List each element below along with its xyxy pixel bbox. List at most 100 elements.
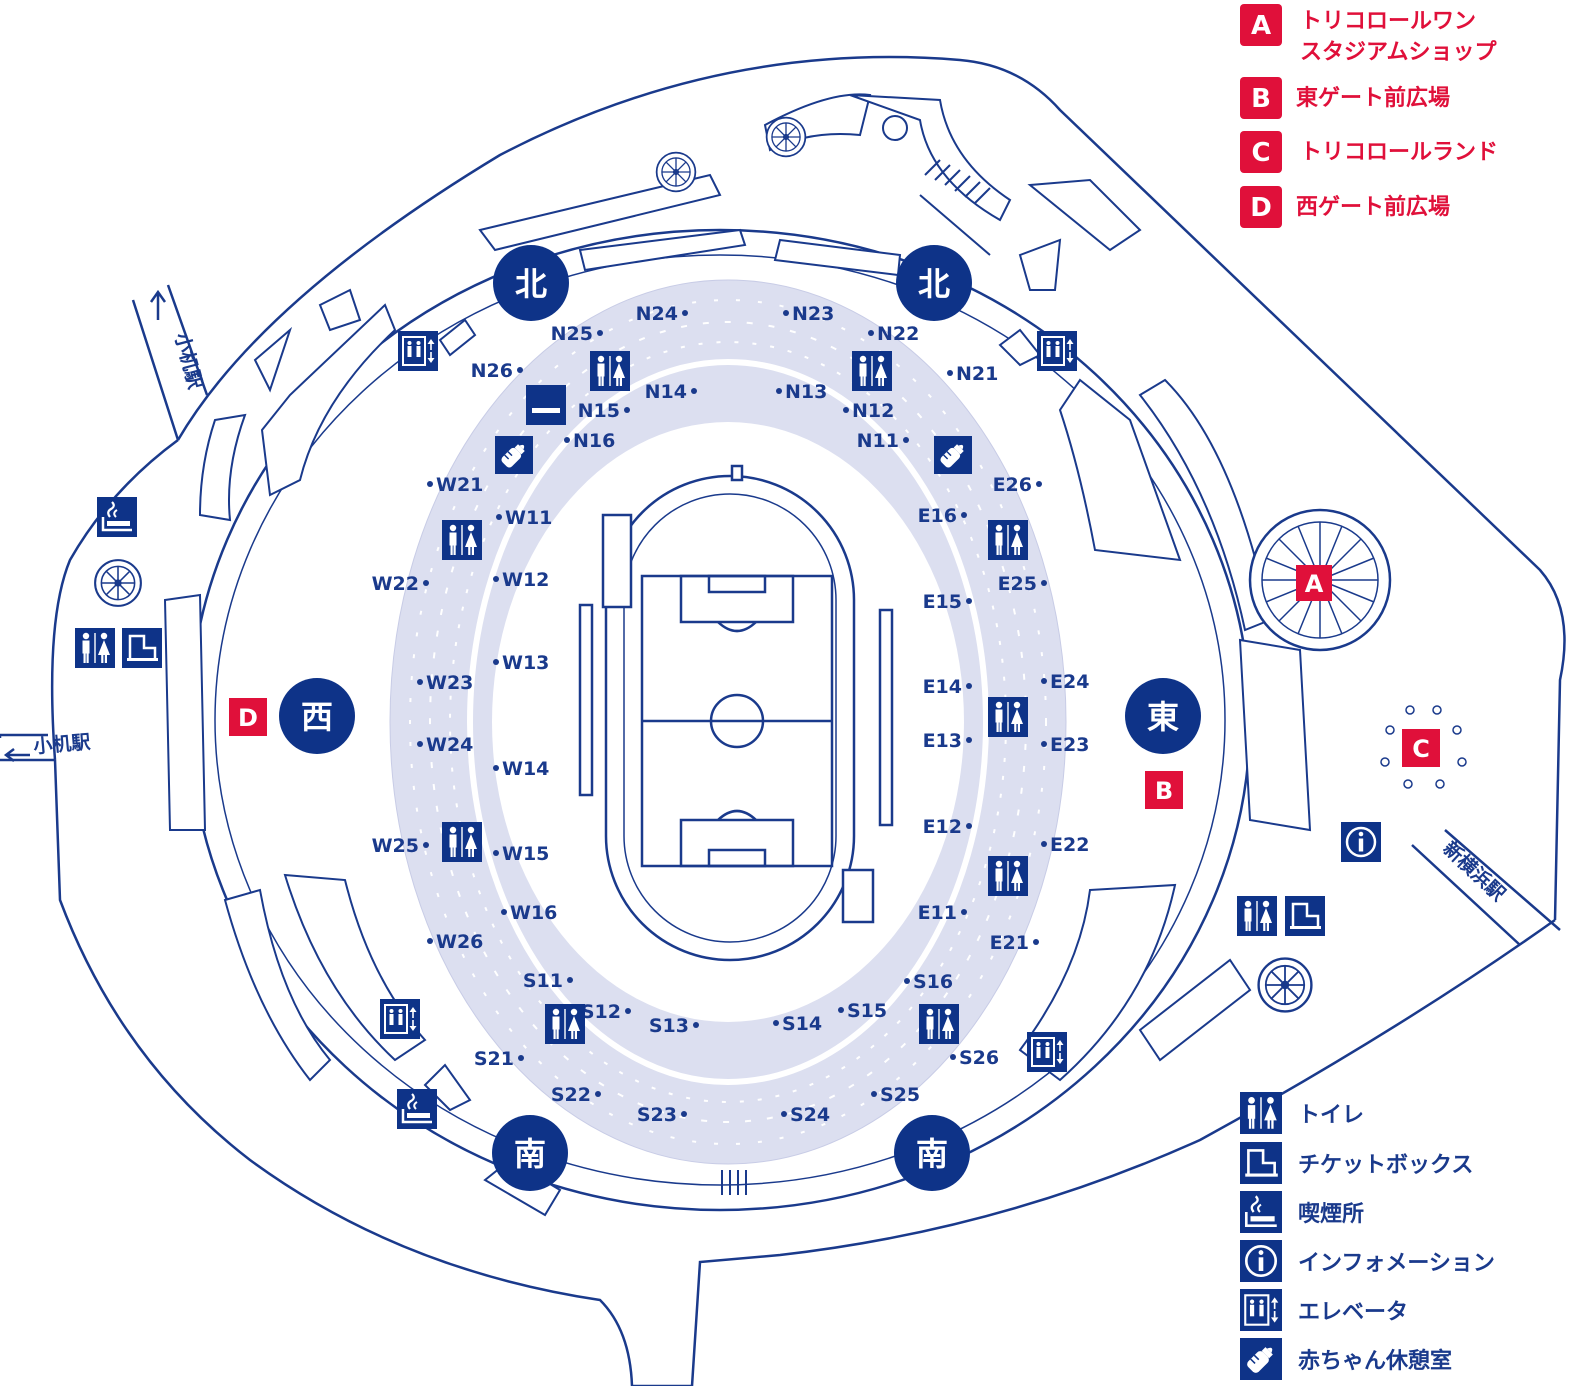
- place-legend-a-name-1: トリコロールワン: [1300, 9, 1476, 34]
- marker-b[interactable]: B: [1145, 771, 1183, 809]
- marker-b-letter: B: [1155, 777, 1173, 805]
- place-legend-a[interactable]: A トリコロールワン スタジアムショップ: [1240, 4, 1497, 65]
- entry-stripes: [721, 159, 991, 1195]
- gate-label-s12[interactable]: S12: [581, 1001, 621, 1023]
- gate-label-s21[interactable]: S21: [474, 1048, 514, 1070]
- place-legend-b[interactable]: B 東ゲート前広場: [1240, 77, 1450, 119]
- gate-label-e12[interactable]: E12: [923, 816, 962, 838]
- gate-label-w16[interactable]: W16: [510, 902, 557, 924]
- smoking-icon[interactable]: [397, 1089, 437, 1129]
- elevator-icon[interactable]: [398, 331, 438, 371]
- gate-label-n23[interactable]: N23: [792, 303, 834, 325]
- gate-label-w24[interactable]: W24: [426, 734, 473, 756]
- smoking-icon: [1240, 1191, 1282, 1233]
- gate-label-n12[interactable]: N12: [852, 400, 894, 422]
- toilet-icon[interactable]: [75, 628, 115, 668]
- gate-label-n14[interactable]: N14: [645, 381, 687, 403]
- gate-label-s13[interactable]: S13: [649, 1015, 689, 1037]
- gate-label-s26[interactable]: S26: [959, 1047, 999, 1069]
- gate-label-w23[interactable]: W23: [426, 672, 473, 694]
- gate-label-e13[interactable]: E13: [923, 730, 962, 752]
- gate-label-w12[interactable]: W12: [502, 569, 549, 591]
- toilet-icon[interactable]: [1237, 896, 1277, 936]
- gate-label-e23[interactable]: E23: [1050, 734, 1089, 756]
- gate-label-s22[interactable]: S22: [551, 1084, 591, 1106]
- gate-label-w26[interactable]: W26: [436, 931, 483, 953]
- gate-label-w21[interactable]: W21: [436, 474, 483, 496]
- gate-label-s23[interactable]: S23: [637, 1104, 677, 1126]
- gate-label-w15[interactable]: W15: [502, 843, 549, 865]
- legend-baby: 赤ちゃん休憩室: [1298, 1348, 1452, 1374]
- facility-legend: トイレ チケットボックス 喫煙所 インフォメーション エレベータ 赤ちゃん休憩室: [1240, 1092, 1495, 1380]
- gate-label-n22[interactable]: N22: [877, 323, 919, 345]
- toilet-icon[interactable]: [442, 520, 482, 560]
- gate-label-e15[interactable]: E15: [923, 591, 962, 613]
- place-legend-c-name: トリコロールランド: [1300, 140, 1498, 165]
- gate-label-w14[interactable]: W14: [502, 758, 549, 780]
- toilet-icon[interactable]: [988, 856, 1028, 896]
- toilet-icon[interactable]: [988, 520, 1028, 560]
- gate-label-s16[interactable]: S16: [913, 971, 953, 993]
- gate-label-s15[interactable]: S15: [847, 1000, 887, 1022]
- gate-dot-w13: [493, 659, 499, 665]
- gate-label-e11[interactable]: E11: [918, 902, 957, 924]
- gate-label-n21[interactable]: N21: [956, 363, 998, 385]
- information-icon[interactable]: [1341, 822, 1381, 862]
- gate-label-e25[interactable]: E25: [998, 573, 1037, 595]
- station-kozukue-left: 小机駅: [3, 731, 92, 762]
- toilet-icon[interactable]: [852, 351, 892, 391]
- elevator-icon[interactable]: [1027, 1032, 1067, 1072]
- gate-label-w13[interactable]: W13: [502, 652, 549, 674]
- gate-dot-s26: [950, 1054, 956, 1060]
- baby-room-icon[interactable]: [934, 436, 972, 474]
- gate-dot-n23: [783, 310, 789, 316]
- gate-label-e21[interactable]: E21: [990, 932, 1029, 954]
- gate-label-n11[interactable]: N11: [857, 430, 899, 452]
- gate-label-n15[interactable]: N15: [578, 400, 620, 422]
- gate-label-w11[interactable]: W11: [505, 507, 552, 529]
- toilet-icon[interactable]: [442, 822, 482, 862]
- place-legend: A トリコロールワン スタジアムショップ B 東ゲート前広場 C トリコロールラ…: [1240, 4, 1498, 228]
- elevator-icon[interactable]: [1037, 331, 1077, 371]
- marker-a[interactable]: A: [1296, 565, 1332, 601]
- fountain-icon: [765, 116, 807, 158]
- gate-label-n16[interactable]: N16: [573, 430, 615, 452]
- toilet-icon[interactable]: [988, 697, 1028, 737]
- gate-dot-e23: [1041, 741, 1047, 747]
- gate-label-n25[interactable]: N25: [551, 323, 593, 345]
- ticket-box-icon[interactable]: [122, 628, 162, 668]
- gate-label-s25[interactable]: S25: [880, 1084, 920, 1106]
- toilet-icon[interactable]: [545, 1004, 585, 1044]
- marker-c[interactable]: C: [1402, 729, 1440, 767]
- toilet-icon[interactable]: [919, 1004, 959, 1044]
- gate-dot-s16: [904, 978, 910, 984]
- gate-label-n24[interactable]: N24: [636, 303, 678, 325]
- atm-icon[interactable]: [526, 385, 566, 425]
- gate-dot-e26: [1036, 481, 1042, 487]
- gate-dot-w12: [493, 576, 499, 582]
- smoking-icon[interactable]: [97, 497, 137, 537]
- elevator-icon[interactable]: [380, 999, 420, 1039]
- marker-d[interactable]: D: [229, 698, 267, 736]
- baby-room-icon[interactable]: [495, 436, 533, 474]
- ticket-box-icon[interactable]: [1285, 896, 1325, 936]
- gate-label-e14[interactable]: E14: [923, 676, 962, 698]
- place-legend-c[interactable]: C トリコロールランド: [1240, 131, 1498, 173]
- gate-label-e22[interactable]: E22: [1050, 834, 1089, 856]
- gate-label-e24[interactable]: E24: [1050, 671, 1089, 693]
- place-legend-d[interactable]: D 西ゲート前広場: [1240, 186, 1450, 228]
- gate-label-e26[interactable]: E26: [993, 474, 1032, 496]
- gate-label-n26[interactable]: N26: [471, 360, 513, 382]
- toilet-icon[interactable]: [590, 351, 630, 391]
- gate-west: 西: [279, 678, 355, 754]
- gate-label-s24[interactable]: S24: [790, 1104, 830, 1126]
- station-kozukue-top-label: 小机駅: [170, 331, 206, 393]
- gate-label-w25[interactable]: W25: [372, 835, 419, 857]
- gate-dot-n16: [564, 437, 570, 443]
- legend-ticket: チケットボックス: [1298, 1153, 1473, 1178]
- gate-label-s11[interactable]: S11: [523, 970, 563, 992]
- gate-label-n13[interactable]: N13: [785, 381, 827, 403]
- gate-label-e16[interactable]: E16: [918, 505, 957, 527]
- gate-label-w22[interactable]: W22: [372, 573, 419, 595]
- gate-label-s14[interactable]: S14: [782, 1013, 822, 1035]
